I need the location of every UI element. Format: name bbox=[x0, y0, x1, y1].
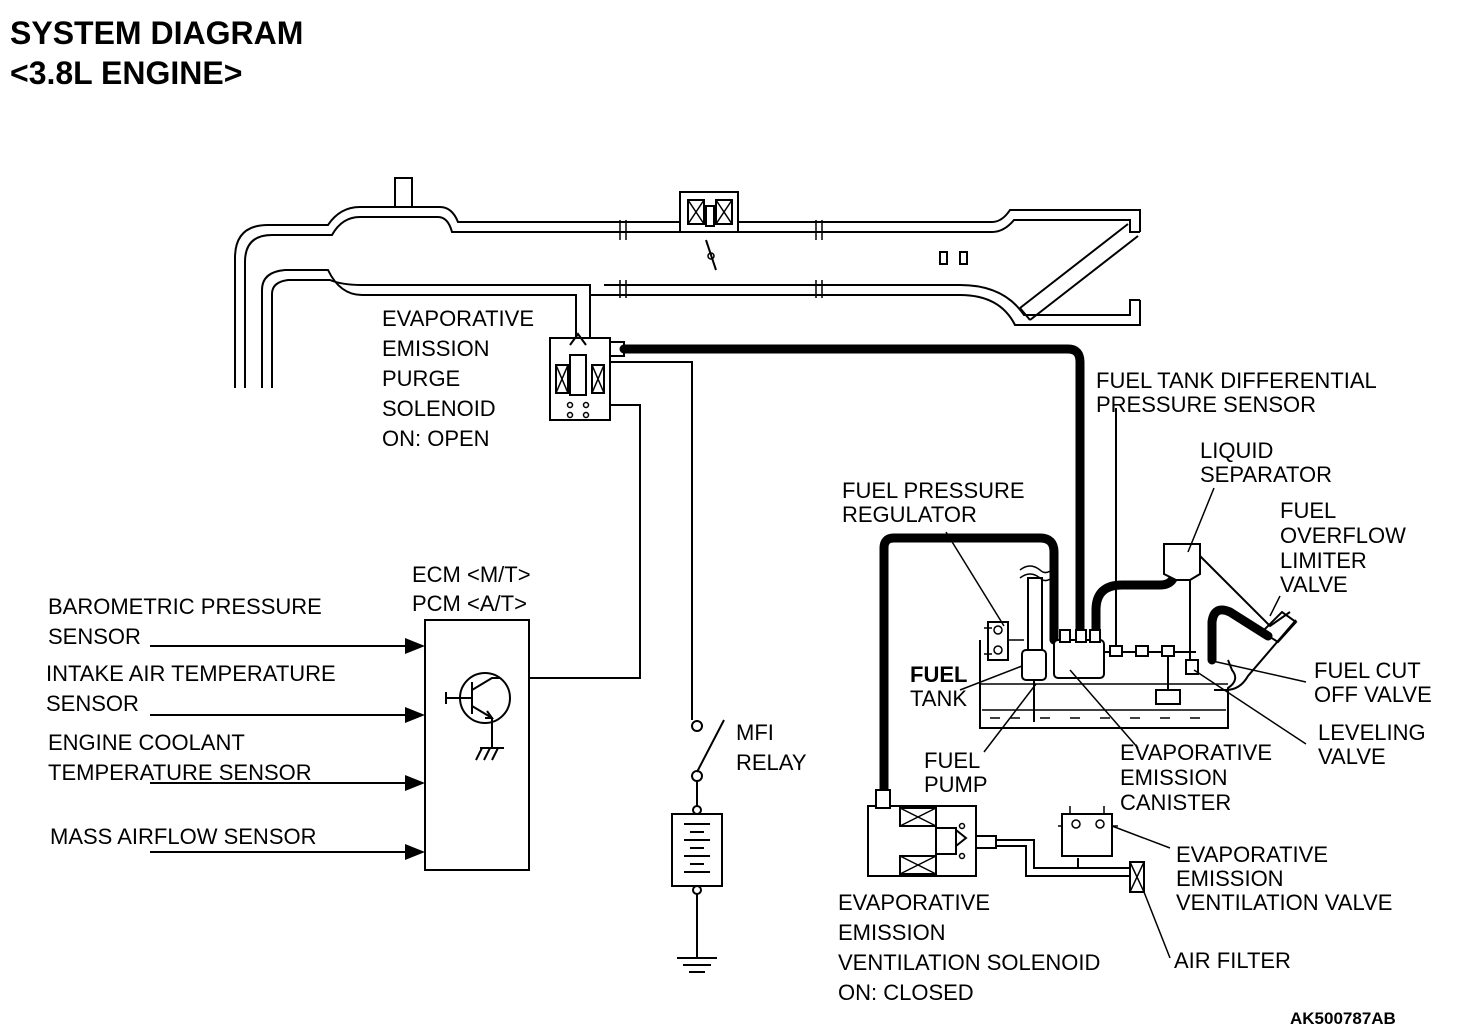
svg-text:EMISSION: EMISSION bbox=[838, 920, 946, 945]
label-baro-sensor: BAROMETRIC PRESSURE SENSOR bbox=[48, 594, 322, 649]
figure-code: AK500787AB bbox=[1290, 1009, 1396, 1028]
svg-text:ENGINE COOLANT: ENGINE COOLANT bbox=[48, 730, 245, 755]
svg-text:CANISTER: CANISTER bbox=[1120, 790, 1231, 815]
svg-text:VALVE: VALVE bbox=[1280, 572, 1348, 597]
mfi-relay bbox=[691, 719, 725, 815]
svg-text:PRESSURE SENSOR: PRESSURE SENSOR bbox=[1096, 392, 1316, 417]
intake-manifold bbox=[234, 177, 1141, 388]
label-fuel-overflow: FUEL OVERFLOW LIMITER VALVE bbox=[1280, 498, 1406, 597]
svg-text:MASS AIRFLOW SENSOR: MASS AIRFLOW SENSOR bbox=[50, 824, 317, 849]
air-filter bbox=[1129, 861, 1145, 893]
svg-text:FUEL: FUEL bbox=[1280, 498, 1336, 523]
label-fuel-pump: FUEL PUMP bbox=[924, 748, 988, 797]
leader-lines bbox=[945, 418, 1307, 959]
svg-text:EMISSION: EMISSION bbox=[382, 336, 490, 361]
label-vent-valve: EVAPORATIVE EMISSION VENTILATION VALVE bbox=[1176, 842, 1392, 915]
svg-text:SEPARATOR: SEPARATOR bbox=[1200, 462, 1332, 487]
svg-text:INTAKE AIR TEMPERATURE: INTAKE AIR TEMPERATURE bbox=[46, 661, 336, 686]
svg-text:FUEL: FUEL bbox=[910, 662, 967, 687]
sensor-inputs bbox=[150, 638, 425, 860]
label-maf-sensor: MASS AIRFLOW SENSOR bbox=[50, 824, 317, 849]
svg-text:FUEL PRESSURE: FUEL PRESSURE bbox=[842, 478, 1025, 503]
battery bbox=[671, 813, 723, 973]
svg-text:OVERFLOW: OVERFLOW bbox=[1280, 523, 1406, 548]
svg-text:LIQUID: LIQUID bbox=[1200, 438, 1273, 463]
purge-to-relay-wire bbox=[610, 361, 693, 720]
purge-solenoid bbox=[549, 332, 625, 421]
vent-valve bbox=[1058, 806, 1118, 857]
separator-hose bbox=[1091, 561, 1181, 645]
label-canister: EVAPORATIVE EMISSION CANISTER bbox=[1120, 740, 1272, 815]
svg-text:LIMITER: LIMITER bbox=[1280, 548, 1367, 573]
vent-solenoid bbox=[867, 789, 997, 877]
label-leveling-valve: LEVELING VALVE bbox=[1318, 720, 1426, 769]
svg-text:PURGE: PURGE bbox=[382, 366, 460, 391]
svg-text:EVAPORATIVE: EVAPORATIVE bbox=[382, 306, 534, 331]
label-purge-solenoid: EVAPORATIVE EMISSION PURGE SOLENOID ON: … bbox=[382, 306, 534, 451]
svg-text:MFI: MFI bbox=[736, 720, 774, 745]
svg-text:EVAPORATIVE: EVAPORATIVE bbox=[1176, 842, 1328, 867]
label-fuel-pressure-reg: FUEL PRESSURE REGULATOR bbox=[842, 478, 1025, 527]
label-fuel-tank: FUEL TANK bbox=[910, 662, 967, 711]
svg-text:FUEL CUT: FUEL CUT bbox=[1314, 658, 1421, 683]
evaporative-canister bbox=[1053, 629, 1105, 679]
label-ect-sensor: ENGINE COOLANT TEMPERATURE SENSOR bbox=[48, 730, 312, 785]
fuel-pressure-regulator bbox=[984, 621, 1024, 661]
svg-text:EMISSION: EMISSION bbox=[1176, 866, 1284, 891]
svg-text:ON: OPEN: ON: OPEN bbox=[382, 426, 490, 451]
fuel-pump bbox=[1019, 565, 1055, 722]
svg-text:OFF VALVE: OFF VALVE bbox=[1314, 682, 1432, 707]
svg-text:FUEL TANK DIFFERENTIAL: FUEL TANK DIFFERENTIAL bbox=[1096, 368, 1377, 393]
svg-text:VENTILATION VALVE: VENTILATION VALVE bbox=[1176, 890, 1392, 915]
svg-text:AIR FILTER: AIR FILTER bbox=[1174, 948, 1291, 973]
label-air-filter: AIR FILTER bbox=[1174, 948, 1291, 973]
label-fuel-tank-diff: FUEL TANK DIFFERENTIAL PRESSURE SENSOR bbox=[1096, 368, 1377, 417]
label-iat-sensor: INTAKE AIR TEMPERATURE SENSOR bbox=[46, 661, 336, 716]
svg-text:FUEL: FUEL bbox=[924, 748, 980, 773]
svg-text:VENTILATION SOLENOID: VENTILATION SOLENOID bbox=[838, 950, 1100, 975]
svg-text:SENSOR: SENSOR bbox=[46, 691, 139, 716]
overflow-hose bbox=[1207, 605, 1273, 665]
liquid-separator bbox=[1163, 543, 1201, 675]
fuel-tank bbox=[979, 640, 1237, 729]
ecm-unit bbox=[424, 619, 530, 871]
svg-text:ECM <M/T>: ECM <M/T> bbox=[412, 562, 531, 587]
label-ecm: ECM <M/T> PCM <A/T> bbox=[412, 562, 531, 616]
label-fuel-cut-off: FUEL CUT OFF VALVE bbox=[1314, 658, 1432, 707]
svg-text:PCM <A/T>: PCM <A/T> bbox=[412, 591, 527, 616]
label-mfi-relay: MFI RELAY bbox=[736, 720, 807, 775]
svg-text:BAROMETRIC PRESSURE: BAROMETRIC PRESSURE bbox=[48, 594, 322, 619]
diagram-title-line1: SYSTEM DIAGRAM bbox=[10, 15, 303, 51]
svg-text:ON: CLOSED: ON: CLOSED bbox=[838, 980, 974, 1005]
fuel-line bbox=[879, 533, 1059, 795]
label-vent-solenoid: EVAPORATIVE EMISSION VENTILATION SOLENOI… bbox=[838, 890, 1100, 1005]
svg-text:SOLENOID: SOLENOID bbox=[382, 396, 496, 421]
svg-text:VALVE: VALVE bbox=[1318, 744, 1386, 769]
svg-text:TANK: TANK bbox=[910, 686, 967, 711]
svg-text:SENSOR: SENSOR bbox=[48, 624, 141, 649]
label-liquid-separator: LIQUID SEPARATOR bbox=[1200, 438, 1332, 487]
diagram-title-line2: <3.8L ENGINE> bbox=[10, 55, 242, 91]
svg-text:EVAPORATIVE: EVAPORATIVE bbox=[838, 890, 990, 915]
svg-text:TEMPERATURE SENSOR: TEMPERATURE SENSOR bbox=[48, 760, 312, 785]
svg-text:EVAPORATIVE: EVAPORATIVE bbox=[1120, 740, 1272, 765]
purge-hose bbox=[619, 344, 1085, 645]
svg-text:REGULATOR: REGULATOR bbox=[842, 502, 977, 527]
svg-text:RELAY: RELAY bbox=[736, 750, 807, 775]
svg-text:LEVELING: LEVELING bbox=[1318, 720, 1426, 745]
svg-text:PUMP: PUMP bbox=[924, 772, 988, 797]
purge-to-ecm-wire bbox=[500, 404, 641, 679]
svg-text:EMISSION: EMISSION bbox=[1120, 765, 1228, 790]
